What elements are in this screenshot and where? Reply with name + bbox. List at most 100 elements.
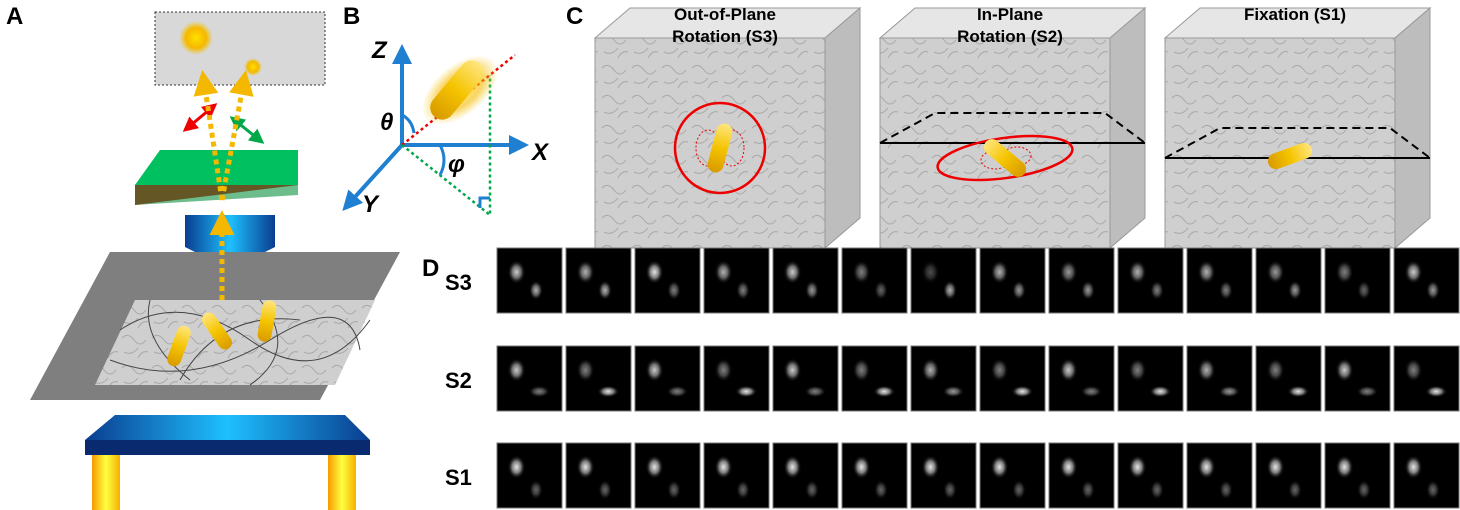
emission-spot bbox=[1266, 260, 1285, 285]
emission-spot bbox=[507, 455, 526, 480]
frame-tile bbox=[565, 442, 632, 509]
emission-spot bbox=[1426, 479, 1440, 500]
frame-tile bbox=[910, 442, 977, 509]
frame-tile bbox=[910, 345, 977, 412]
frame-tile bbox=[1117, 442, 1184, 509]
emission-spot bbox=[805, 479, 819, 500]
emission-spot bbox=[507, 260, 526, 285]
frame-tile bbox=[1186, 247, 1253, 314]
emission-spot bbox=[1219, 479, 1233, 500]
frame-tile bbox=[910, 247, 977, 314]
emission-spot bbox=[528, 385, 551, 398]
frame-tile bbox=[1255, 247, 1322, 314]
emission-spot bbox=[1011, 385, 1034, 398]
frame-tile bbox=[1117, 247, 1184, 314]
emission-spot bbox=[852, 455, 871, 480]
nanorod bbox=[1267, 142, 1313, 170]
emission-spot bbox=[1150, 280, 1164, 301]
emission-spot bbox=[1197, 455, 1216, 480]
emission-spot bbox=[1197, 358, 1216, 383]
emission-spot bbox=[852, 358, 871, 383]
frame-tile bbox=[1117, 345, 1184, 412]
cube-title-line1: Fixation (S1) bbox=[1244, 5, 1346, 24]
emission-spot bbox=[990, 455, 1009, 480]
rotation-ellipse bbox=[936, 134, 1074, 182]
frame-tile bbox=[979, 247, 1046, 314]
emission-spot bbox=[645, 455, 664, 480]
emission-spot bbox=[1288, 479, 1302, 500]
emission-spot bbox=[874, 479, 888, 500]
cube-title-line2: Rotation (S3) bbox=[672, 27, 778, 46]
panel-label-d: D bbox=[422, 255, 439, 282]
emission-spot bbox=[1059, 455, 1078, 480]
cube-title-line1: Out-of-Plane bbox=[674, 5, 776, 24]
emission-spot bbox=[873, 385, 896, 398]
panel-label-a: A bbox=[6, 3, 23, 30]
emission-spot bbox=[1426, 280, 1440, 301]
frame-tile bbox=[1255, 345, 1322, 412]
emission-spot bbox=[805, 280, 819, 301]
frame-tile bbox=[565, 247, 632, 314]
frame-tile bbox=[634, 345, 701, 412]
emission-spot bbox=[852, 260, 871, 285]
emission-spot bbox=[783, 358, 802, 383]
emission-spot bbox=[943, 479, 957, 500]
frame-tile bbox=[979, 442, 1046, 509]
emission-spot bbox=[714, 455, 733, 480]
panel-label-b: B bbox=[343, 3, 360, 30]
frame-tile bbox=[703, 247, 770, 314]
emission-spot bbox=[921, 358, 940, 383]
emission-spot bbox=[1218, 385, 1241, 398]
emission-spot bbox=[1219, 280, 1233, 301]
frame-tile bbox=[1324, 247, 1391, 314]
emission-spot bbox=[598, 479, 612, 500]
emission-spot bbox=[1149, 385, 1172, 398]
emission-spot bbox=[1266, 358, 1285, 383]
frame-tile bbox=[703, 345, 770, 412]
emission-spot bbox=[1288, 280, 1302, 301]
frame-tile bbox=[979, 345, 1046, 412]
emission-spot bbox=[943, 280, 957, 301]
frame-tile bbox=[1048, 345, 1115, 412]
frame-tile bbox=[1048, 442, 1115, 509]
axis-z-label: Z bbox=[371, 37, 388, 64]
frame-row-s2: S2 bbox=[445, 345, 1460, 412]
emission-spot bbox=[1128, 260, 1147, 285]
emission-spot bbox=[645, 260, 664, 285]
frame-tile bbox=[703, 442, 770, 509]
frame-tile bbox=[1393, 247, 1460, 314]
panel-label-c: C bbox=[566, 3, 583, 30]
row-label: S1 bbox=[445, 465, 472, 490]
frame-tile bbox=[841, 247, 908, 314]
emission-spot bbox=[667, 479, 681, 500]
emission-spot bbox=[1287, 385, 1310, 398]
emission-spot bbox=[1150, 479, 1164, 500]
nanorod bbox=[707, 123, 733, 173]
frame-tile bbox=[634, 247, 701, 314]
frame-tile bbox=[772, 345, 839, 412]
frame-tile bbox=[1186, 345, 1253, 412]
emission-spot bbox=[1357, 479, 1371, 500]
frame-tile bbox=[1324, 345, 1391, 412]
emission-spot bbox=[942, 385, 965, 398]
emission-spot bbox=[1081, 479, 1095, 500]
emission-spot bbox=[1335, 358, 1354, 383]
nanorod bbox=[430, 60, 484, 120]
emission-spot bbox=[597, 385, 620, 398]
emission-spot bbox=[1128, 455, 1147, 480]
sample-stage bbox=[30, 252, 400, 400]
theta-label: θ bbox=[380, 109, 393, 136]
emission-spot bbox=[1081, 280, 1095, 301]
emission-spot bbox=[990, 260, 1009, 285]
nanorod bbox=[983, 139, 1027, 177]
frame-tile bbox=[841, 442, 908, 509]
frame-tile bbox=[496, 442, 563, 509]
emission-spot bbox=[783, 455, 802, 480]
emission-spot bbox=[714, 260, 733, 285]
emission-spot bbox=[1266, 455, 1285, 480]
frame-tile bbox=[1255, 442, 1322, 509]
emission-spot bbox=[1197, 260, 1216, 285]
emission-spot bbox=[1059, 358, 1078, 383]
